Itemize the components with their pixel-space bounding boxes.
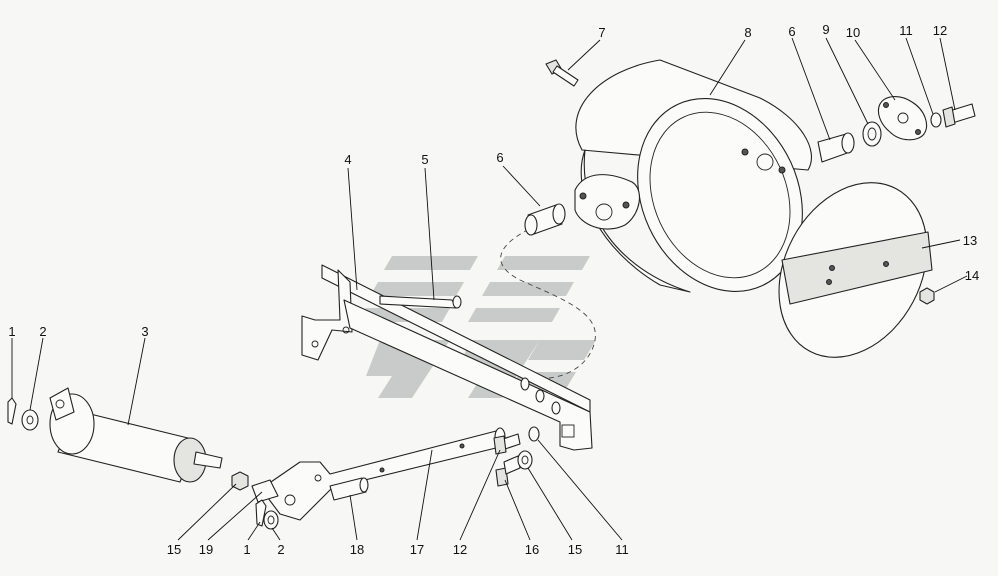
bolt-16 (495, 455, 521, 487)
bolt-12-lower (493, 433, 521, 455)
callout-18: 18 (350, 542, 364, 557)
bolt-7 (545, 59, 579, 87)
callout-4: 4 (344, 152, 351, 167)
cover-disk (778, 182, 933, 358)
callout-15-left: 15 (167, 542, 181, 557)
callout-2-lower: 2 (277, 542, 284, 557)
callout-19: 19 (199, 542, 213, 557)
pin-18 (329, 477, 369, 501)
washer-11-lower (528, 426, 540, 442)
bushing-6-right (817, 132, 855, 163)
flange-plate-10 (877, 96, 928, 141)
pin-5 (379, 295, 462, 309)
callout-14: 14 (965, 268, 979, 283)
callout-11-upper: 11 (899, 23, 913, 38)
bushing-6-mid (524, 203, 566, 236)
callout-10: 10 (846, 25, 860, 40)
callout-1-lower: 1 (243, 542, 250, 557)
cylinder-3 (49, 387, 223, 483)
washer-2-left (21, 409, 39, 431)
clevis-19 (251, 479, 279, 503)
bolt-12-upper (942, 103, 976, 128)
washer-15-lower (517, 450, 533, 470)
nut-14 (919, 287, 935, 305)
callout-9: 9 (822, 22, 829, 37)
callout-1: 1 (8, 324, 15, 339)
callout-11-lower: 11 (615, 542, 629, 557)
callout-17: 17 (410, 542, 424, 557)
callout-labels: 1 2 3 4 5 6 6 7 8 9 10 11 12 13 14 15 19… (8, 22, 979, 557)
callout-8: 8 (744, 25, 751, 40)
callout-5: 5 (421, 152, 428, 167)
drum-housing (574, 59, 812, 293)
cotter-pin-1-lower (255, 499, 267, 527)
callout-2: 2 (39, 324, 46, 339)
callout-16: 16 (525, 542, 539, 557)
callout-13: 13 (963, 233, 977, 248)
callout-15-lower: 15 (568, 542, 582, 557)
washer-2-lower (263, 510, 279, 530)
washer-11-upper (930, 112, 942, 128)
callout-6-right: 6 (788, 24, 795, 39)
cotter-pin-1-left (7, 397, 17, 425)
hose-route-dashed (500, 221, 596, 379)
nut-15-left (231, 471, 249, 491)
callout-3: 3 (141, 324, 148, 339)
washer-9 (862, 121, 882, 147)
leader-lines (11, 37, 968, 541)
callout-12-upper: 12 (933, 23, 947, 38)
callout-6-mid: 6 (496, 150, 503, 165)
callout-12-lower: 12 (453, 542, 467, 557)
callout-7: 7 (598, 25, 605, 40)
lever-17 (267, 427, 506, 521)
